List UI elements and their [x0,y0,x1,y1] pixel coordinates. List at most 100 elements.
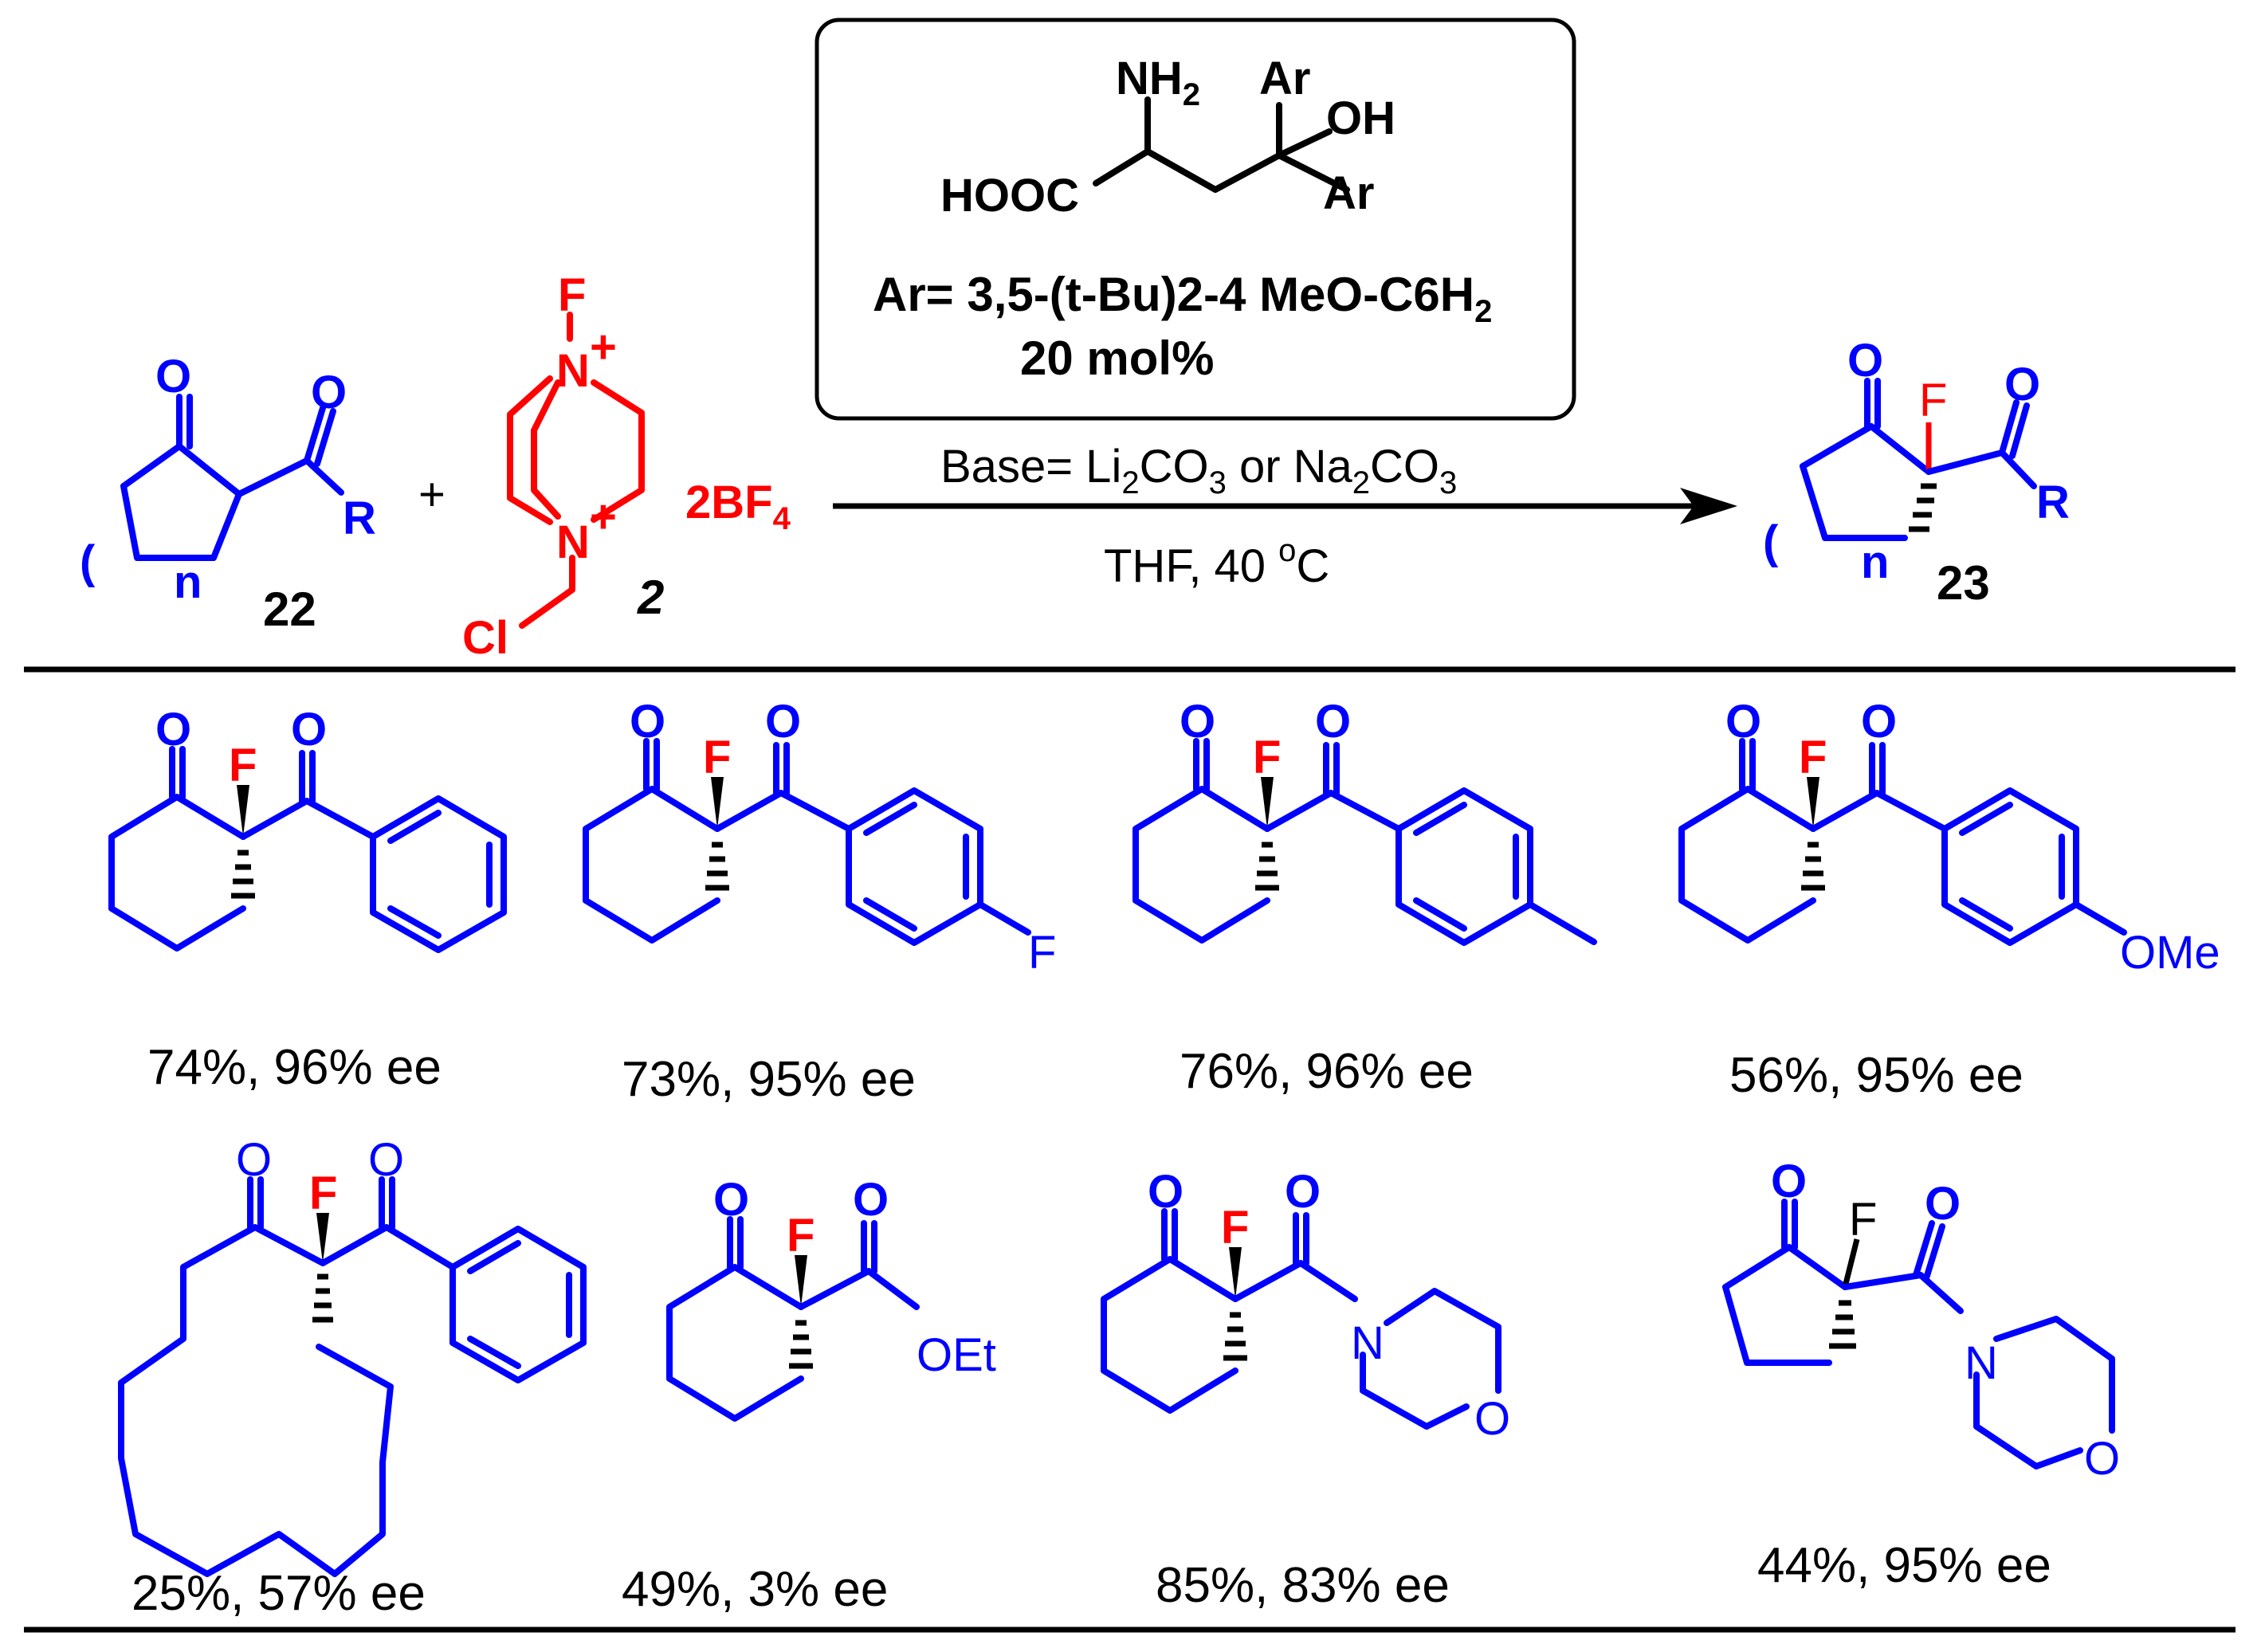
product-f: F [1919,375,1947,426]
aryl [846,787,983,946]
reagent-n-bottom: N [556,516,590,568]
substrate-ring [120,443,242,561]
svg-text:F: F [309,1167,337,1219]
catalyst-frame [815,18,1576,421]
svg-text:F: F [1221,1202,1249,1254]
product-o2: O [2004,359,2040,410]
product-o1: O [1847,335,1883,387]
stereo-dash [1829,1300,1856,1349]
o-acyl: O [291,704,327,755]
f-atom: F [229,740,257,791]
yield-label: 73%, 95% ee [622,1052,916,1107]
substrate-o2: O [311,367,347,418]
ring [666,1264,804,1422]
reagent-f: F [558,269,586,321]
stereo-dash [705,842,729,891]
example-4: OMe O F O 56%, 95% ee [1678,696,2220,1103]
yield-label: 44%, 95% ee [1757,1538,2051,1593]
substrate-acyl-co [304,405,326,464]
yield-label: 76%, 96% ee [1180,1044,1474,1099]
product-r: R [2036,477,2070,528]
product-acyl [1925,449,2037,489]
catalyst-nh2-label: NH2 [1116,53,1200,112]
svg-text:O: O [1925,1178,1961,1230]
svg-text:F: F [1253,732,1281,783]
product-acyl-co-2 [2009,402,2030,459]
svg-text:F: F [703,732,731,783]
morpholine-o: O [2084,1433,2120,1485]
example-7: N O O F O 85%, 83% ee [1101,1166,1510,1613]
substrate-label: 22 [263,583,316,636]
stereo-dash [231,850,255,899]
plus-sign: + [418,469,446,520]
example-1: O F O 74%, 96% ee [108,704,507,1095]
substrate-n: n [174,556,202,608]
substrate-22: O O R ( n 22 [80,351,376,636]
reagent-plus-bottom: + [590,491,617,543]
reagent-chain [519,555,575,629]
reagent-counterion: 2BF4 [685,477,791,536]
svg-text:F: F [1849,1194,1877,1246]
svg-text:O: O [236,1134,272,1186]
reagent-2: F N + N + Cl 2BF4 2 [462,269,791,664]
cf-bond [1842,1238,1860,1288]
o-ketone: O [155,704,191,755]
product-acyl-co [1999,399,2020,456]
ring [1101,1256,1238,1414]
example-6: OEt O F O 49%, 3% ee [622,1174,996,1617]
svg-text:O: O [1315,696,1351,748]
catalyst-oh-label: OH [1326,92,1395,144]
reagent-cage-left [507,375,553,525]
morpholine-o: O [1474,1393,1510,1445]
product-ring [1800,423,1932,541]
substituent-oet: OEt [917,1329,996,1381]
aryl [1395,787,1533,946]
macrocycle [118,1224,394,1577]
substituent-f: F [1028,927,1056,979]
substrate-paren: ( [80,536,96,588]
reagent-label: 2 [637,571,664,624]
condition-base: Base= Li2CO3 or Na2CO3 [940,441,1457,500]
svg-text:F: F [1799,732,1827,783]
svg-text:F: F [787,1210,815,1262]
ring [108,794,246,952]
catalyst-loading: 20 mol% [1020,332,1214,385]
example-5: O F O 25%, 57% ee [118,1134,587,1621]
reagent-plus-top: + [590,321,617,373]
svg-text:O: O [368,1134,404,1186]
product-label: 23 [1937,556,1990,610]
morpholine [1384,1288,1501,1394]
catalyst-structure: NH2 Ar OH HOOC Ar [940,53,1395,222]
yield-label: 74%, 96% ee [147,1040,442,1095]
stereo-dash [1255,842,1279,891]
svg-text:O: O [853,1174,889,1226]
reagent-cage-mid [531,379,561,520]
aryl [1941,787,2079,946]
cf-wedge [237,785,249,837]
svg-text:O: O [1148,1166,1183,1218]
reagent-cl: Cl [462,612,508,664]
substituent-ome: OMe [2120,927,2220,979]
substrate-r: R [343,492,376,544]
substrate-o1: O [155,351,191,402]
yield-label: 85%, 83% ee [1156,1558,1450,1613]
catalyst-ar-bottom-label: Ar [1323,167,1374,219]
methyl [1527,901,1597,945]
catalyst-hooc-label: HOOC [940,170,1079,222]
morpholine-n: N [1351,1317,1384,1369]
acyl [240,798,376,840]
ring [1722,1244,1848,1366]
svg-text:O: O [1285,1166,1321,1218]
morpholine-n: N [1965,1337,1998,1389]
ring [1678,786,1816,944]
product-paren: ( [1763,516,1779,568]
morpholine [1993,1316,2115,1434]
example-8: N O O F O 44%, 95% ee [1722,1156,2120,1593]
catalyst-box: NH2 Ar OH HOOC Ar Ar= 3,5-(t-Bu)2-4 MeO-… [815,18,1576,421]
ring [1132,786,1270,944]
svg-text:O: O [713,1174,749,1226]
svg-text:O: O [1861,696,1897,748]
reaction-arrow: Base= Li2CO3 or Na2CO3 THF, 40 oC [833,441,1737,592]
substrate-acyl-co-2 [314,408,336,467]
